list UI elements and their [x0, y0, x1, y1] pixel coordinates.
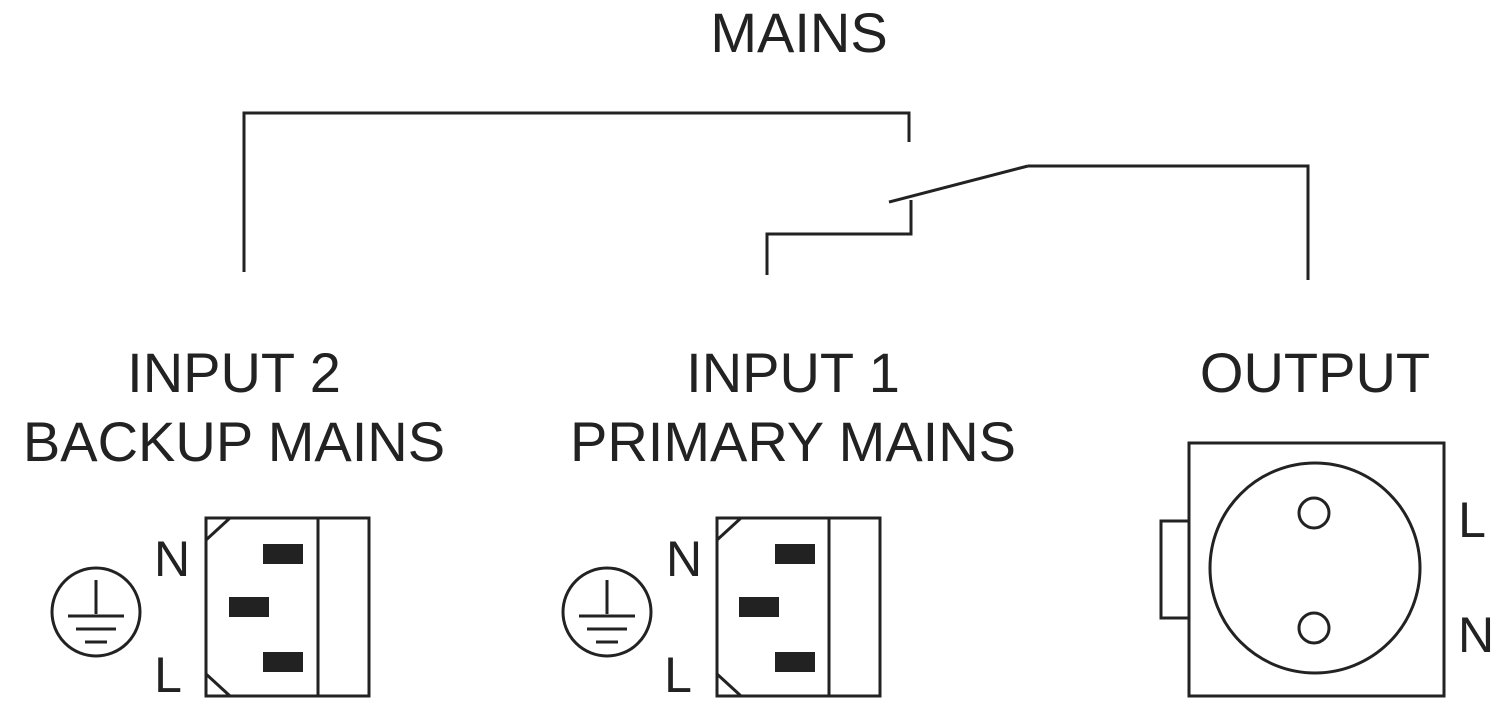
- earth-ground-icon: [50, 566, 142, 658]
- input2-pin-l-label: L: [154, 647, 182, 703]
- iec-c14-inlet-icon: [204, 516, 371, 698]
- round-two-pin-socket-icon: [1159, 441, 1446, 698]
- pin-l: [263, 652, 303, 672]
- pin-n: [263, 544, 303, 564]
- output-socket: L N: [1159, 441, 1494, 698]
- input2-connector: N L: [50, 516, 371, 703]
- pin-earth: [739, 597, 779, 617]
- input1-title: INPUT 1: [686, 341, 900, 404]
- socket-hole-n: [1297, 611, 1331, 645]
- output-title: OUTPUT: [1200, 341, 1430, 404]
- changeover-switch-icon: [888, 164, 1310, 280]
- diagram-title: MAINS: [710, 1, 887, 64]
- pin-l: [775, 652, 815, 672]
- input2-feed-wire: [242, 111, 911, 272]
- input1-subtitle: PRIMARY MAINS: [570, 410, 1016, 473]
- input1-pin-l-label: L: [664, 647, 692, 703]
- input1-feed-wire: [765, 200, 913, 275]
- input1-connector: N L: [561, 516, 882, 703]
- input2-subtitle: BACKUP MAINS: [23, 410, 445, 473]
- input1-pin-n-label: N: [666, 531, 702, 587]
- input2-pin-n-label: N: [154, 531, 190, 587]
- pin-earth: [229, 597, 269, 617]
- output-pin-l-label: L: [1458, 492, 1486, 548]
- input2-title: INPUT 2: [127, 341, 341, 404]
- socket-hole-l: [1297, 496, 1331, 530]
- iec-c14-inlet-icon: [715, 516, 882, 698]
- pin-n: [775, 544, 815, 564]
- output-pin-n-label: N: [1458, 607, 1494, 663]
- earth-ground-icon: [561, 566, 653, 658]
